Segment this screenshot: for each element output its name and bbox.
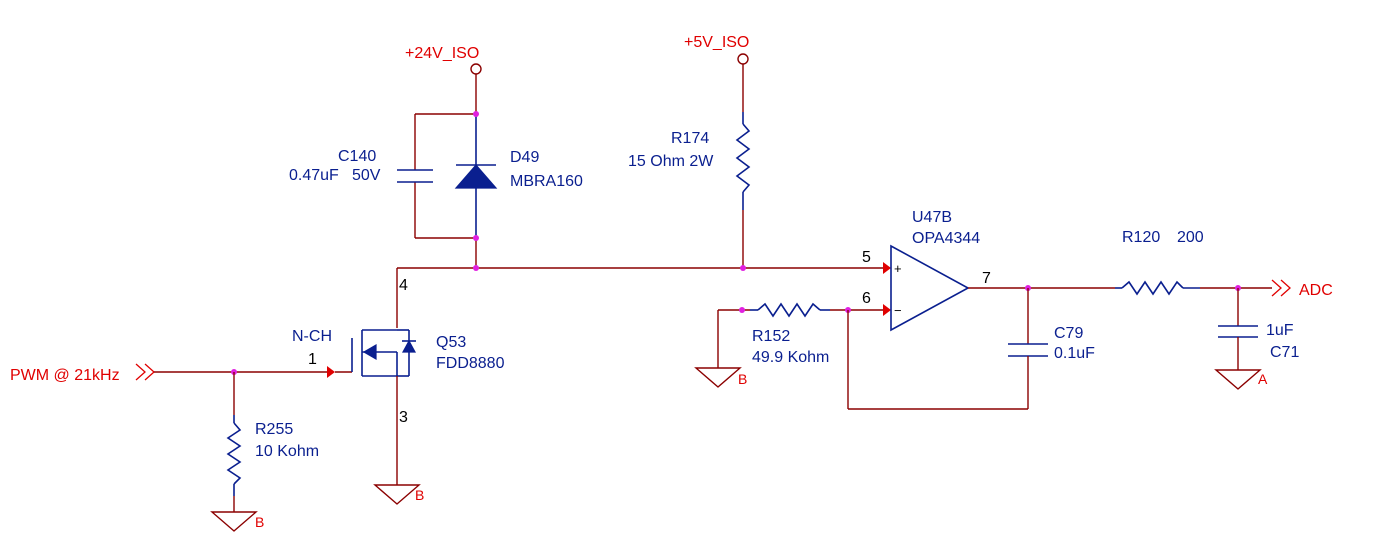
pwm-chevron-2 [144,363,155,381]
adc-chevron-1 [1271,279,1282,297]
u47b-ref: U47B [912,209,952,226]
gate-pin-arrow [327,366,335,378]
u47b-pin-out: 7 [982,270,991,287]
pwm-input: PWM @ 21kHz B R255 10 Kohm [10,363,352,532]
q53-pin-source: 3 [399,409,408,426]
gnd-r255-label: B [255,514,264,530]
op-minus-pin-arrow [883,304,891,316]
r255-value: 10 Kohm [255,443,319,460]
c71-ref: C71 [1270,344,1299,361]
drain-node [396,262,891,328]
q53-type: N-CH [292,328,332,345]
c79-feedback: C79 0.1uF [847,288,1095,410]
c71-value: 1uF [1266,322,1294,339]
u47b-triangle [890,244,970,332]
r120-value: 200 [1177,229,1204,246]
q53-value: FDD8880 [436,355,505,372]
supply-24v-label: +24V_ISO [405,45,479,62]
supply-5v-terminal [737,53,749,65]
gnd-symbol-q53 [373,484,421,505]
gnd-symbol-c71 [1214,369,1262,390]
u47b-opamp: + − U47B OPA4344 5 6 7 [862,209,1115,332]
q53-pin-gate: 1 [308,351,317,368]
r174-value: 15 Ohm 2W [628,153,714,170]
r152-zigzag [757,302,821,318]
u47b-minus-sign: − [894,303,902,318]
r255-ref: R255 [255,421,293,438]
c140-value: 0.47uF [289,167,339,184]
u47b-plus-sign: + [894,261,902,276]
c79-ref: C79 [1054,325,1083,342]
q53-mosfet: B N-CH Q53 FDD8880 1 4 3 [292,277,505,505]
q53-channel-arrow [362,343,377,361]
supply-24v-iso: +24V_ISO [405,45,482,114]
u47b-pin-plus: 5 [862,249,871,266]
op-plus-pin-arrow [883,262,891,274]
gnd-c71-label: A [1258,371,1268,387]
u47b-pin-minus: 6 [862,290,871,307]
d49-diode-body [454,164,498,189]
r255-zigzag [226,422,242,485]
r174-zigzag [735,123,751,193]
r152-input: B R152 49.9 Kohm [694,302,891,388]
junction-c140-bottom [473,235,479,241]
c140-ref: C140 [338,148,376,165]
gnd-q53-label: B [415,487,424,503]
q53-body-diode [401,339,417,353]
supply-5v-iso: +5V_ISO R174 15 Ohm 2W [628,34,751,268]
gnd-symbol-r255 [210,511,258,532]
d49-ref: D49 [510,149,539,166]
r120-ref: R120 [1122,229,1160,246]
c140-rating: 50V [352,167,381,184]
junction-node-r174 [740,265,746,271]
junction-c140-top [473,111,479,117]
pwm-chevron-1 [135,363,146,381]
r120-c71-output: ADC R120 200 A 1uF C71 [1115,229,1333,390]
q53-ref: Q53 [436,334,466,351]
adc-label: ADC [1299,282,1333,299]
supply-5v-label: +5V_ISO [684,34,749,51]
r152-ref: R152 [752,328,790,345]
gnd-symbol-r152 [694,367,742,388]
junction-node-d49 [473,265,479,271]
pwm-label: PWM @ 21kHz [10,367,120,384]
gnd-r152-label: B [738,371,747,387]
supply-24v-terminal [470,63,482,75]
r120-zigzag [1121,280,1184,296]
adc-chevron-2 [1280,279,1291,297]
r152-value: 49.9 Kohm [752,349,829,366]
c79-value: 0.1uF [1054,345,1095,362]
u47b-value: OPA4344 [912,230,980,247]
junction-r152-left [739,307,745,313]
q53-pin-drain: 4 [399,277,408,294]
c140-d49-block: C140 0.47uF 50V D49 MBRA160 [289,111,583,268]
d49-value: MBRA160 [510,173,583,190]
r174-ref: R174 [671,130,709,147]
